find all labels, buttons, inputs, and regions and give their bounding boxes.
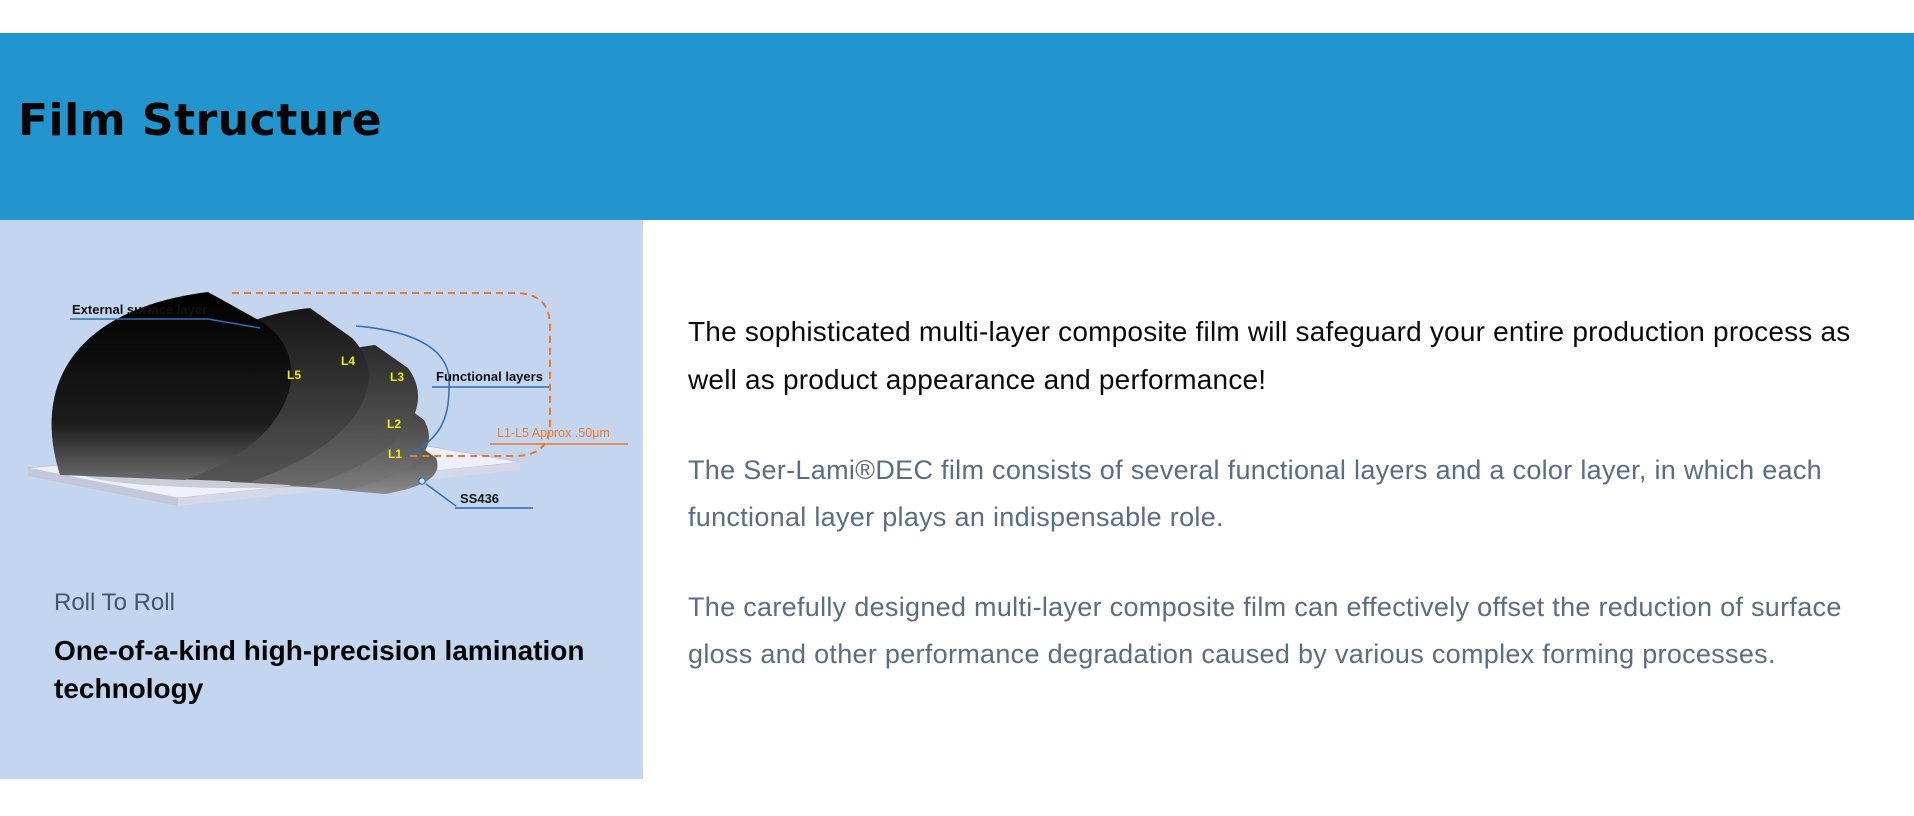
film-layer-l5 (51, 292, 292, 480)
layer-label-l2: L2 (387, 417, 401, 431)
thickness-annotation: L1-L5 Approx .50μm (497, 426, 610, 440)
external-surface-leader-line (70, 318, 261, 329)
functional-layers-brace (355, 325, 450, 457)
diagram-caption: Roll To Roll One-of-a-kind high-precisio… (54, 588, 629, 708)
content-section: The sophisticated multi-layer composite … (688, 308, 1858, 678)
thickness-outline (232, 292, 551, 457)
layer-label-l5: L5 (287, 368, 301, 382)
header-banner: Film Structure (0, 33, 1914, 220)
lamination-technology-text: One-of-a-kind high-precision lamination … (54, 635, 585, 704)
paragraph-film-composition: The Ser-Lami®DEC film consists of severa… (688, 455, 1822, 533)
layer-label-l4: L4 (341, 354, 355, 368)
film-structure-diagram: L5 L4 L3 L2 L1 External surface layer Fu… (27, 292, 628, 509)
diagram-panel: L5 L4 L3 L2 L1 External surface layer Fu… (0, 220, 643, 779)
roll-to-roll-text: Roll To Roll (54, 589, 175, 616)
layer-label-l1: L1 (388, 447, 402, 461)
substrate-leader-line (425, 483, 457, 507)
functional-layers-label: Functional layers (436, 369, 543, 384)
paragraph-film-benefit: The carefully designed multi-layer compo… (688, 591, 1842, 669)
layer-label-l3: L3 (390, 370, 404, 384)
page-title: Film Structure (18, 95, 383, 146)
substrate-marker (418, 477, 426, 485)
headline: The sophisticated multi-layer composite … (688, 316, 1851, 395)
external-surface-layer-label: External surface layer (72, 302, 207, 317)
substrate-label: SS436 (460, 491, 499, 506)
